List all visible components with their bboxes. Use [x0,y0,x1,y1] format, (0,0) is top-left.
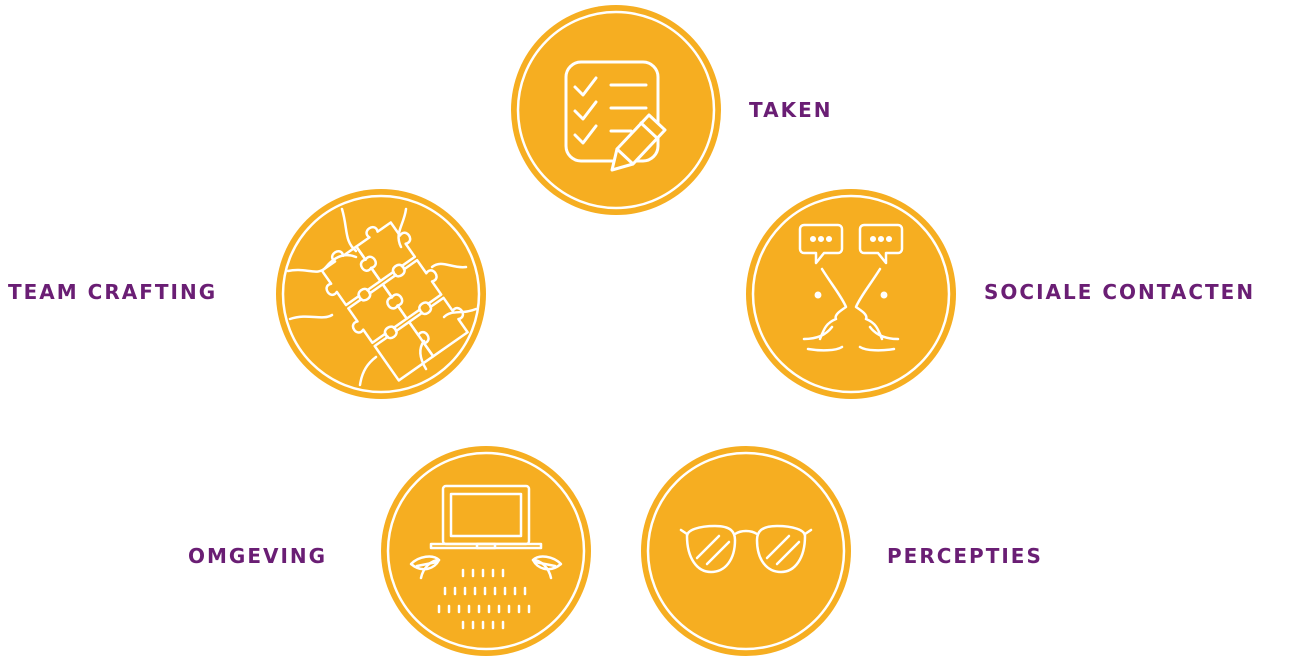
faces-speech-bubbles-icon [751,194,951,394]
taken-circle [511,5,721,215]
percepties-circle [641,446,851,656]
checklist-pencil-icon [516,10,716,210]
label-sociale-contacten: SOCIALE CONTACTEN [984,280,1256,304]
glasses-icon [646,451,846,651]
label-team-crafting: TEAM CRAFTING [8,280,218,304]
team-crafting-circle [276,189,486,399]
omgeving-circle [381,446,591,656]
label-percepties: PERCEPTIES [887,544,1043,568]
sociale-contacten-circle [746,189,956,399]
diagram-stage: TAKEN [8,5,1256,656]
puzzle-icon [281,194,481,394]
label-taken: TAKEN [749,98,833,122]
laptop-plants-icon [386,451,586,651]
label-omgeving: OMGEVING [188,544,328,568]
